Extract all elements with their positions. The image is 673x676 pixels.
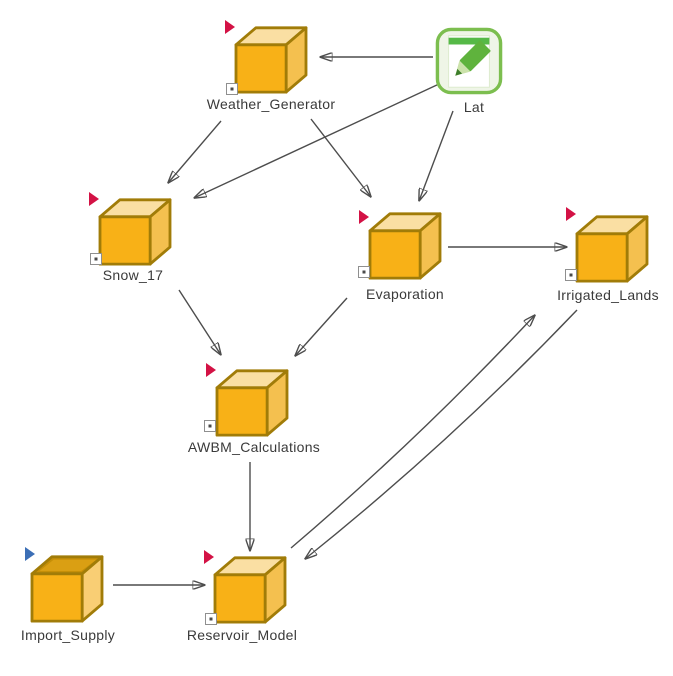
red-flag-icon	[566, 207, 576, 221]
red-flag-icon	[206, 363, 216, 377]
node-evaporation[interactable]: Evaporation	[358, 205, 454, 303]
edit-note-icon	[434, 27, 504, 95]
open-box-icon	[29, 553, 105, 623]
dot-square-marker-icon	[204, 420, 216, 432]
node-snow-17[interactable]: Snow_17	[88, 191, 184, 286]
node-label: Import_Supply	[20, 627, 116, 643]
node-reservoir-model[interactable]: Reservoir_Model	[187, 549, 303, 645]
model-cube-icon	[214, 367, 290, 437]
node-awbm-calculations[interactable]: AWBM_Calculations	[188, 362, 320, 458]
arrow-evaporation-to-awbm-calculations[interactable]	[295, 297, 348, 356]
blue-flag-icon	[25, 547, 35, 561]
node-label: Evaporation	[365, 286, 445, 302]
red-flag-icon	[89, 192, 99, 206]
arrow-lat-to-evaporation[interactable]	[419, 110, 454, 201]
dot-square-marker-icon	[90, 253, 102, 265]
dot-square-marker-icon	[226, 83, 238, 95]
model-cube-icon	[97, 196, 173, 266]
red-flag-icon	[204, 550, 214, 564]
node-label: Reservoir_Model	[186, 627, 298, 643]
model-cube-icon	[367, 210, 443, 280]
node-import-supply[interactable]: Import_Supply	[20, 547, 116, 644]
node-label: Snow_17	[102, 267, 164, 283]
arrow-weather-generator-to-evaporation[interactable]	[310, 118, 371, 197]
node-label: Weather_Generator	[206, 96, 336, 112]
node-label: Irrigated_Lands	[557, 287, 659, 303]
dot-square-marker-icon	[205, 613, 217, 625]
arrow-lat-to-snow-17[interactable]	[194, 83, 440, 198]
node-label: Lat	[463, 99, 485, 115]
node-irrigated-lands[interactable]: Irrigated_Lands	[557, 207, 673, 304]
model-cube-icon	[212, 554, 288, 624]
dot-square-marker-icon	[358, 266, 370, 278]
model-cube-icon	[574, 213, 650, 283]
node-lat[interactable]: Lat	[434, 27, 514, 117]
red-flag-icon	[225, 20, 235, 34]
node-label: AWBM_Calculations	[187, 439, 321, 455]
node-weather-generator[interactable]: Weather_Generator	[207, 19, 335, 114]
dot-square-marker-icon	[565, 269, 577, 281]
model-cube-icon	[233, 24, 309, 94]
arrow-weather-generator-to-snow-17[interactable]	[168, 120, 222, 183]
arrow-reservoir-model-to-irrigated-lands[interactable]	[290, 315, 535, 549]
arrow-irrigated-lands-to-reservoir-model[interactable]	[305, 309, 578, 559]
red-flag-icon	[359, 210, 369, 224]
arrow-snow-17-to-awbm-calculations[interactable]	[178, 289, 221, 355]
